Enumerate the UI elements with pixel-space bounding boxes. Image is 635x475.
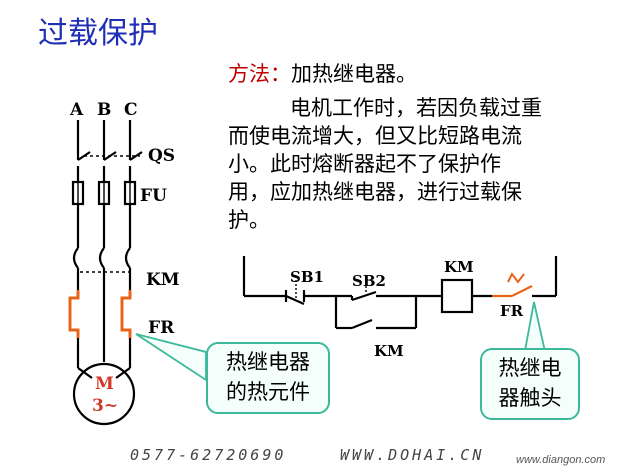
text-line-5: 护。 — [228, 208, 270, 232]
text-line-1: 电机工作时，若因负载过重 — [290, 96, 542, 120]
main-circuit — [71, 120, 143, 426]
element-callout-pointer — [135, 333, 207, 382]
km-main-label: KM — [146, 270, 180, 290]
qs-label: QS — [148, 146, 176, 166]
fr-contact-label: FR — [500, 302, 524, 320]
element-callout-line1: 热继电器 — [226, 350, 310, 374]
contact-callout-line2: 器触头 — [498, 386, 562, 410]
sb1-blade — [285, 294, 305, 306]
km-contact-b — [98, 247, 105, 269]
km-contact-a — [72, 247, 79, 269]
text-line-2: 而使电流增大，但又比短路电流 — [228, 124, 522, 148]
fr-element-a — [68, 290, 80, 338]
sb1-label: SB1 — [290, 268, 324, 286]
km-aux-label: KM — [374, 342, 404, 360]
sb2-label: SB2 — [352, 272, 386, 290]
fu-label: FU — [140, 186, 167, 206]
phase-b-label: B — [97, 100, 112, 120]
text-line-4: 用，应加热继电器，进行过载保 — [228, 180, 522, 204]
phase-c-label: C — [124, 100, 138, 120]
text-line-3: 小。此时熔断器起不了保护作 — [228, 152, 501, 176]
fr-contact-actuator — [507, 272, 525, 284]
contact-callout-line1: 热继电 — [498, 356, 562, 380]
fr-element-c — [120, 290, 132, 338]
footer-site: WWW.DOHAI.CN — [340, 446, 485, 464]
km-aux-blade — [351, 318, 373, 330]
fr-main-label: FR — [148, 318, 175, 338]
footer-phone: 0577-62720690 — [130, 446, 287, 464]
motor-m-label: M — [95, 374, 114, 394]
method-label: 方法： — [228, 62, 291, 86]
qs-blade-c — [129, 151, 143, 161]
control-circuit — [242, 256, 558, 330]
fr-contact-blade — [511, 285, 533, 297]
motor-circle — [72, 362, 136, 426]
element-callout: 热继电器 的热元件 — [206, 342, 330, 414]
km-contact-c — [124, 247, 131, 269]
method-value: 加热继电器。 — [291, 62, 417, 86]
sb2-blade — [351, 290, 377, 302]
page-title: 过载保护 — [38, 16, 158, 51]
contact-callout: 热继电 器触头 — [480, 348, 580, 420]
km-coil-label: KM — [444, 258, 474, 276]
motor-phase-label: 3~ — [92, 396, 119, 416]
element-callout-line2: 的热元件 — [226, 380, 310, 404]
km-coil — [440, 278, 474, 314]
phase-a-label: A — [70, 100, 84, 120]
footer-watermark: www.diangon.com — [516, 454, 606, 466]
method-line: 方法：加热继电器。 — [228, 58, 417, 88]
fr-heating-elements — [68, 290, 132, 338]
